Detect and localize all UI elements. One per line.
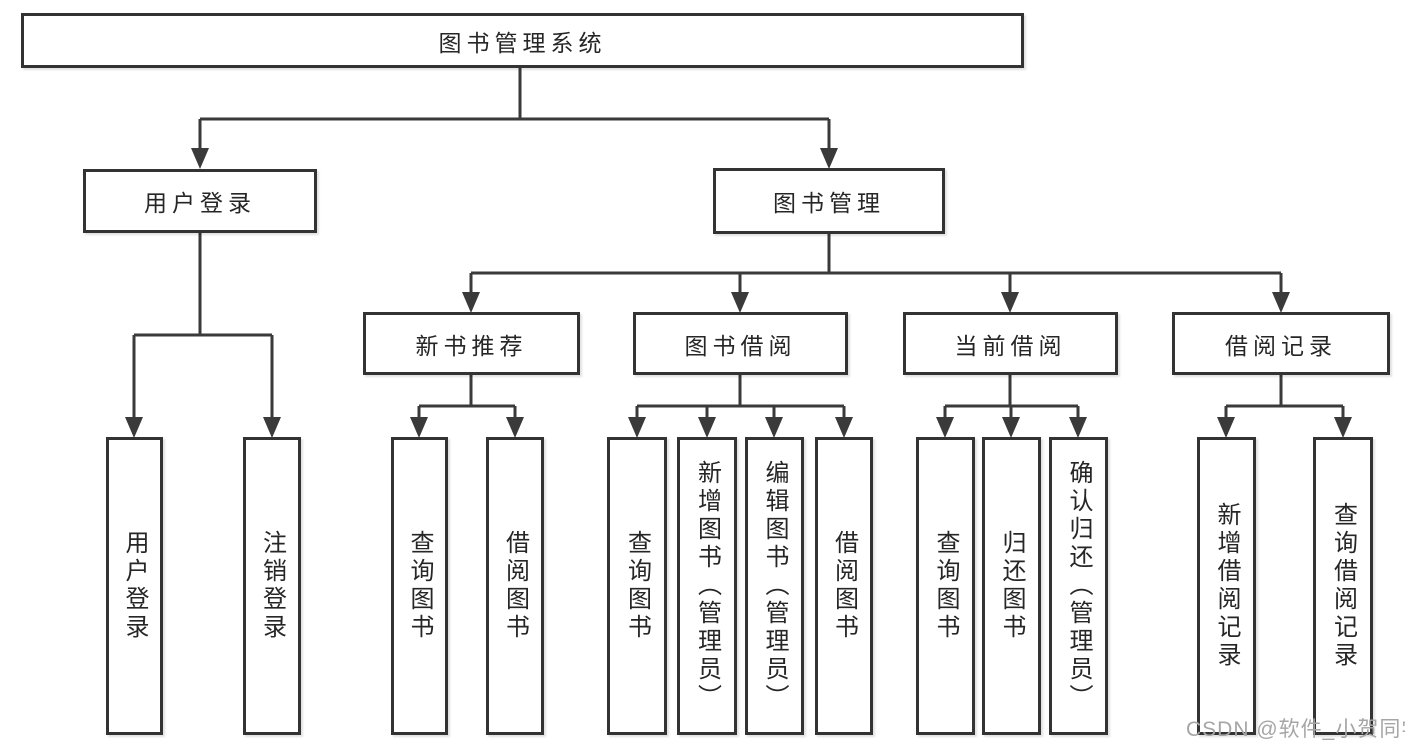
arrowheads (125, 148, 1352, 438)
leaf-user-login: 用户登录 (106, 437, 163, 735)
leaf-query-book-3: 查询图书 (916, 437, 975, 735)
leaf-add-book-admin: 新增图书（管理员） (677, 437, 737, 735)
node-user-login: 用户登录 (83, 169, 317, 233)
node-book-borrow: 图书借阅 (633, 312, 848, 375)
node-book-management: 图书管理 (713, 168, 945, 234)
leaf-return-book: 归还图书 (982, 437, 1041, 735)
leaf-add-borrow-record: 新增借阅记录 (1197, 437, 1256, 735)
leaf-borrow-book-1: 借阅图书 (486, 437, 544, 735)
leaf-borrow-book-2: 借阅图书 (815, 437, 873, 735)
leaf-query-book-1: 查询图书 (391, 437, 448, 735)
leaf-query-book-2: 查询图书 (607, 437, 667, 735)
leaf-edit-book-admin: 编辑图书（管理员） (745, 437, 804, 735)
watermark: CSDN @软件_小贺同学 (1186, 718, 1405, 741)
leaf-logout: 注销登录 (243, 437, 301, 735)
leaf-query-borrow-record: 查询借阅记录 (1313, 437, 1373, 735)
node-borrow-records: 借阅记录 (1172, 312, 1390, 375)
node-new-book-recommend: 新书推荐 (363, 312, 580, 375)
node-root: 图书管理系统 (21, 13, 1024, 68)
node-current-borrow: 当前借阅 (903, 312, 1118, 375)
leaf-confirm-return-admin: 确认归还（管理员） (1049, 437, 1108, 735)
